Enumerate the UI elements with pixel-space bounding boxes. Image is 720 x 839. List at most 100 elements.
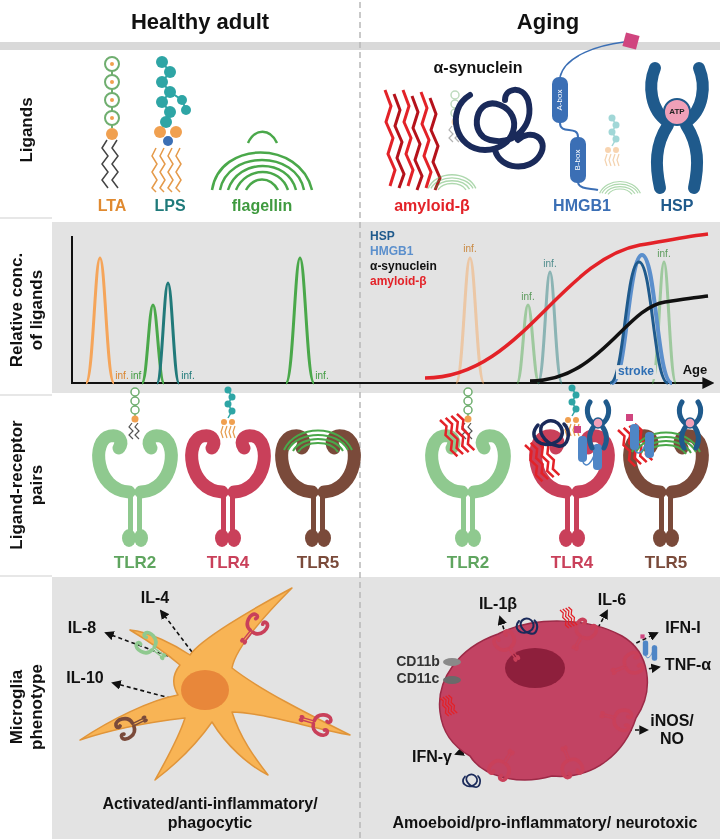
legend-text: amyloid-β — [370, 274, 427, 288]
cytokine-label: iNOS/ NO — [647, 712, 697, 749]
phenotype-caption: Amoeboid/pro-inflammatory/ neurotoxic — [390, 813, 700, 832]
infection-peak — [456, 258, 676, 383]
ligand-lta — [110, 98, 114, 102]
ligand-lps — [156, 56, 168, 68]
surface-receptor — [134, 631, 171, 666]
cytokine-label: TNF-α — [665, 656, 711, 674]
cell-outline — [60, 583, 360, 836]
legend-text: α-synuclein — [370, 259, 437, 273]
ligand-hmgb1 — [622, 32, 639, 49]
ligand-lta — [102, 57, 119, 188]
microglia-cell: Activated/anti-inflammatory/ phagocytic — [60, 583, 360, 836]
infection-marker: inf. — [115, 370, 128, 382]
ligand-lps — [160, 148, 165, 192]
ligand-lps — [156, 76, 168, 88]
ligand-lps — [152, 56, 191, 192]
integrin-symbol — [443, 658, 461, 666]
ligand-lps — [160, 116, 172, 128]
axis-label: Age — [683, 363, 708, 378]
ligand-name: flagellin — [232, 197, 292, 215]
phenotype-panel — [52, 577, 720, 839]
receptor-name: TLR4 — [551, 553, 594, 573]
cofactor-label: ATP — [669, 107, 684, 116]
receptor-pairs — [679, 402, 700, 448]
row-divider — [0, 218, 52, 576]
secretion-arrow — [161, 611, 192, 652]
receptor-pairs — [221, 387, 236, 439]
ligand-lps — [177, 95, 187, 105]
cell-outline — [440, 606, 658, 787]
ligand-lta — [110, 116, 114, 120]
cell-outline — [390, 583, 700, 836]
surface-receptor — [234, 612, 269, 649]
stroke-peak — [610, 262, 668, 383]
legend-entry: HMGB1 — [370, 244, 437, 259]
ligand-flagellin — [212, 132, 312, 190]
infection-peak — [286, 258, 314, 383]
ligand-lta — [105, 57, 119, 71]
receptor-pairs — [440, 412, 474, 457]
secretion-arrow — [456, 748, 472, 754]
infection-peak — [86, 258, 114, 383]
secretion-arrow — [106, 633, 168, 656]
cell-nucleus — [505, 648, 565, 688]
infection-peak — [538, 272, 562, 383]
ligand-hsp — [651, 68, 702, 188]
faded-ligands — [600, 182, 641, 195]
ligand-lps — [176, 148, 181, 192]
secretion-arrow — [630, 633, 657, 646]
ligand-hsp — [651, 68, 702, 188]
domain-label: A-box — [555, 90, 564, 111]
ligand-flagellin — [246, 180, 278, 191]
ligand-lta — [110, 80, 114, 84]
stroke-peak — [612, 255, 672, 383]
infection-marker: inf — [131, 370, 142, 382]
receptor-name: TLR2 — [114, 553, 157, 573]
ligand-name: HMGB1 — [553, 197, 611, 215]
integrin-symbol — [443, 676, 461, 684]
receptor-pairs — [284, 431, 352, 453]
cell-nucleus — [181, 670, 229, 710]
ligand-hmgb1 — [560, 42, 624, 77]
chart — [71, 236, 73, 384]
legend-text: HSP — [370, 229, 395, 243]
secretion-arrow — [598, 611, 607, 628]
legend-swatch: α-synuclein — [370, 259, 437, 273]
legend-entry: HSP — [370, 229, 437, 244]
ligand-amyloid — [385, 90, 440, 190]
ligand-amyloid — [394, 94, 404, 188]
ligand-hsp — [686, 125, 697, 188]
legend-entry: amyloid-β — [370, 274, 437, 289]
secretion-arrow — [106, 611, 659, 754]
legend-swatch: amyloid-β — [370, 274, 427, 288]
column-header: Aging — [517, 9, 579, 34]
cytokine-label: IFN-I — [665, 619, 701, 637]
ligand-lps — [168, 148, 173, 192]
synuclein-curve — [530, 296, 708, 381]
surface-receptor — [517, 618, 538, 633]
cell-outline — [80, 588, 350, 780]
legend-entry: α-synuclein — [370, 259, 437, 274]
row-label: Microglia phenotype — [7, 657, 46, 757]
infection-marker: inf. — [521, 291, 534, 303]
chart — [71, 234, 712, 384]
secretion-arrow — [642, 667, 659, 670]
ligand-lta — [105, 111, 119, 125]
ligand-lps — [164, 66, 176, 78]
infection-marker: inf. — [657, 248, 670, 260]
ligand-amyloid — [430, 98, 440, 190]
surface-receptor — [463, 774, 480, 787]
cell-body — [440, 621, 648, 780]
ligand-name: LTA — [98, 197, 127, 215]
cytokine-label: IL-10 — [66, 669, 103, 687]
ligand-lps — [152, 148, 181, 192]
ligand-lps — [156, 96, 168, 108]
row-divider — [0, 218, 52, 219]
surface-receptor — [597, 704, 632, 731]
ligand-hmgb1 — [570, 137, 586, 183]
ligand-lta — [102, 140, 108, 188]
row-label: Ligands — [17, 97, 37, 162]
